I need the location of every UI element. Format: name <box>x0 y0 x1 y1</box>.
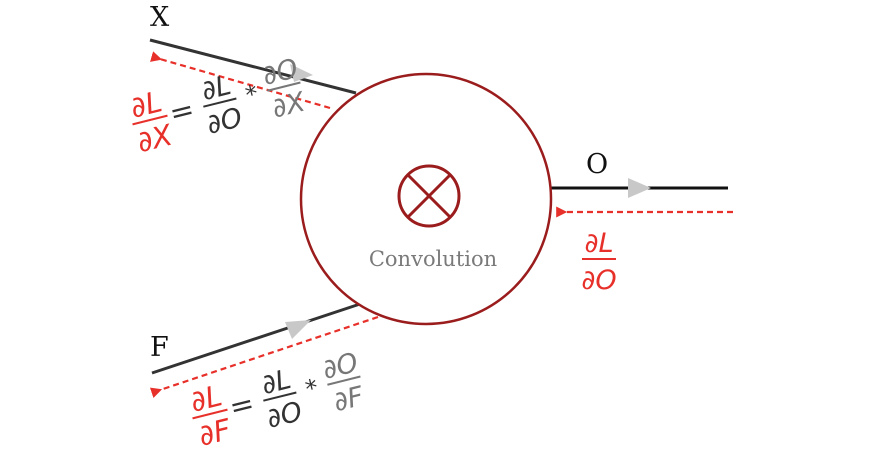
grad-x-t2-bar <box>267 81 301 92</box>
input-f-label: F <box>150 332 169 363</box>
grad-x-equals: = <box>166 92 198 131</box>
grad-f-times: * <box>303 374 321 404</box>
grad-x-t1-bar <box>203 97 237 108</box>
input-x-label: X <box>150 2 170 33</box>
edge-f-backward <box>149 315 379 399</box>
grad-x-lhs-den: ∂X <box>134 117 177 159</box>
grad-x-times: * <box>243 80 261 110</box>
edge-f-forward <box>151 302 361 375</box>
grad-f-t2-num: ∂O <box>320 347 362 386</box>
edge-x-forward <box>149 38 357 95</box>
output-o-label: O <box>586 149 608 180</box>
grad-f-t1-den: ∂O <box>264 396 306 435</box>
grad-x-t1-den: ∂O <box>204 102 246 141</box>
grad-f-t1-bar <box>263 391 297 402</box>
grad-f-t1-num: ∂L <box>259 364 295 401</box>
output-grad-num: ∂L <box>584 228 613 259</box>
arrow-x-forward-icon <box>290 64 313 82</box>
convolution-operator-icon <box>397 164 461 228</box>
gradient-f-equation: ∂L ∂F = ∂L ∂O * ∂O ∂F <box>187 347 368 453</box>
grad-f-t2-bar <box>327 375 361 386</box>
grad-x-t2-den: ∂X <box>269 86 308 124</box>
arrow-o-forward-icon <box>628 178 651 198</box>
grad-f-t2-den: ∂F <box>331 381 368 418</box>
output-grad-den: ∂O <box>581 265 616 296</box>
output-gradient: ∂L ∂O <box>581 228 616 296</box>
node-label: Convolution <box>369 247 497 271</box>
grad-x-t2-num: ∂O <box>260 53 302 92</box>
arrow-f-forward-icon <box>285 320 311 339</box>
gradient-x-equation: ∂L ∂X = ∂L ∂O * ∂O ∂X <box>127 53 309 159</box>
grad-f-equals: = <box>226 386 258 425</box>
grad-x-lhs-bar <box>132 114 168 126</box>
grad-f-lhs-den: ∂F <box>195 412 235 453</box>
grad-x-t1-num: ∂L <box>199 70 235 107</box>
grad-f-lhs-bar <box>192 408 228 420</box>
